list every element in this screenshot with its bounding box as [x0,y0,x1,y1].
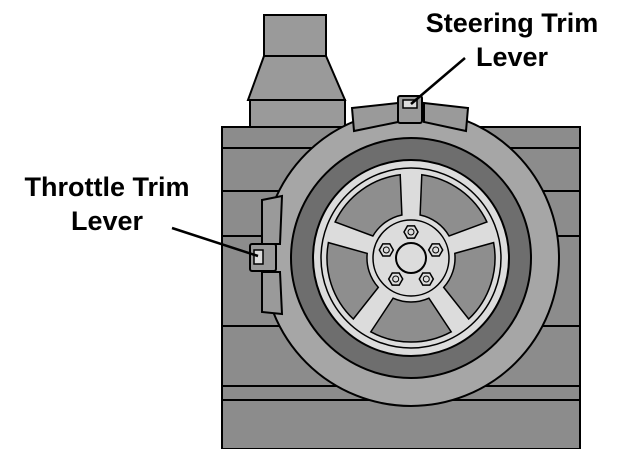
throttle-trim-label-line2: Lever [70,206,144,236]
throttle-trim-callout: Throttle Trim Lever [0,170,214,238]
throttle-trim-knob-cap [253,249,264,265]
lug-nuts [378,225,444,286]
steering-trim-knob-cap [402,99,418,109]
spoke-hole [442,241,496,321]
steering-wheel [262,109,560,407]
spoke-hole [419,173,488,237]
steering-trim-callout: Steering Trim Lever [404,6,620,74]
steering-trim-label-line2: Lever [475,42,549,72]
antenna-cone [246,55,347,101]
throttle-trim-lever[interactable] [249,194,284,316]
spoke-hole [334,173,403,237]
throttle-trim-label-line1: Throttle Trim [24,172,190,202]
throttle-trim-slot-top [261,194,284,245]
antenna-base [249,99,346,129]
lug-nut-center [382,246,390,254]
spoke-holes [326,173,496,343]
steering-trim-label-line1: Steering Trim [425,8,599,38]
lug-nut-center [407,228,415,236]
throttle-trim-slot-bottom [261,271,284,316]
throttle-trim-leader-line [171,226,259,258]
lug-nut-center [422,275,430,283]
lug-nut-center [392,275,400,283]
antenna-tube [263,14,327,57]
steering-trim-slot-right [423,101,470,133]
spoke-hole [326,241,380,321]
lug-nut-center [432,246,440,254]
antenna [246,14,347,129]
steering-trim-leader-line [410,57,466,105]
spoke-hole [369,297,453,343]
steering-trim-lever[interactable] [350,95,470,133]
wheel-center-cap [395,242,427,274]
